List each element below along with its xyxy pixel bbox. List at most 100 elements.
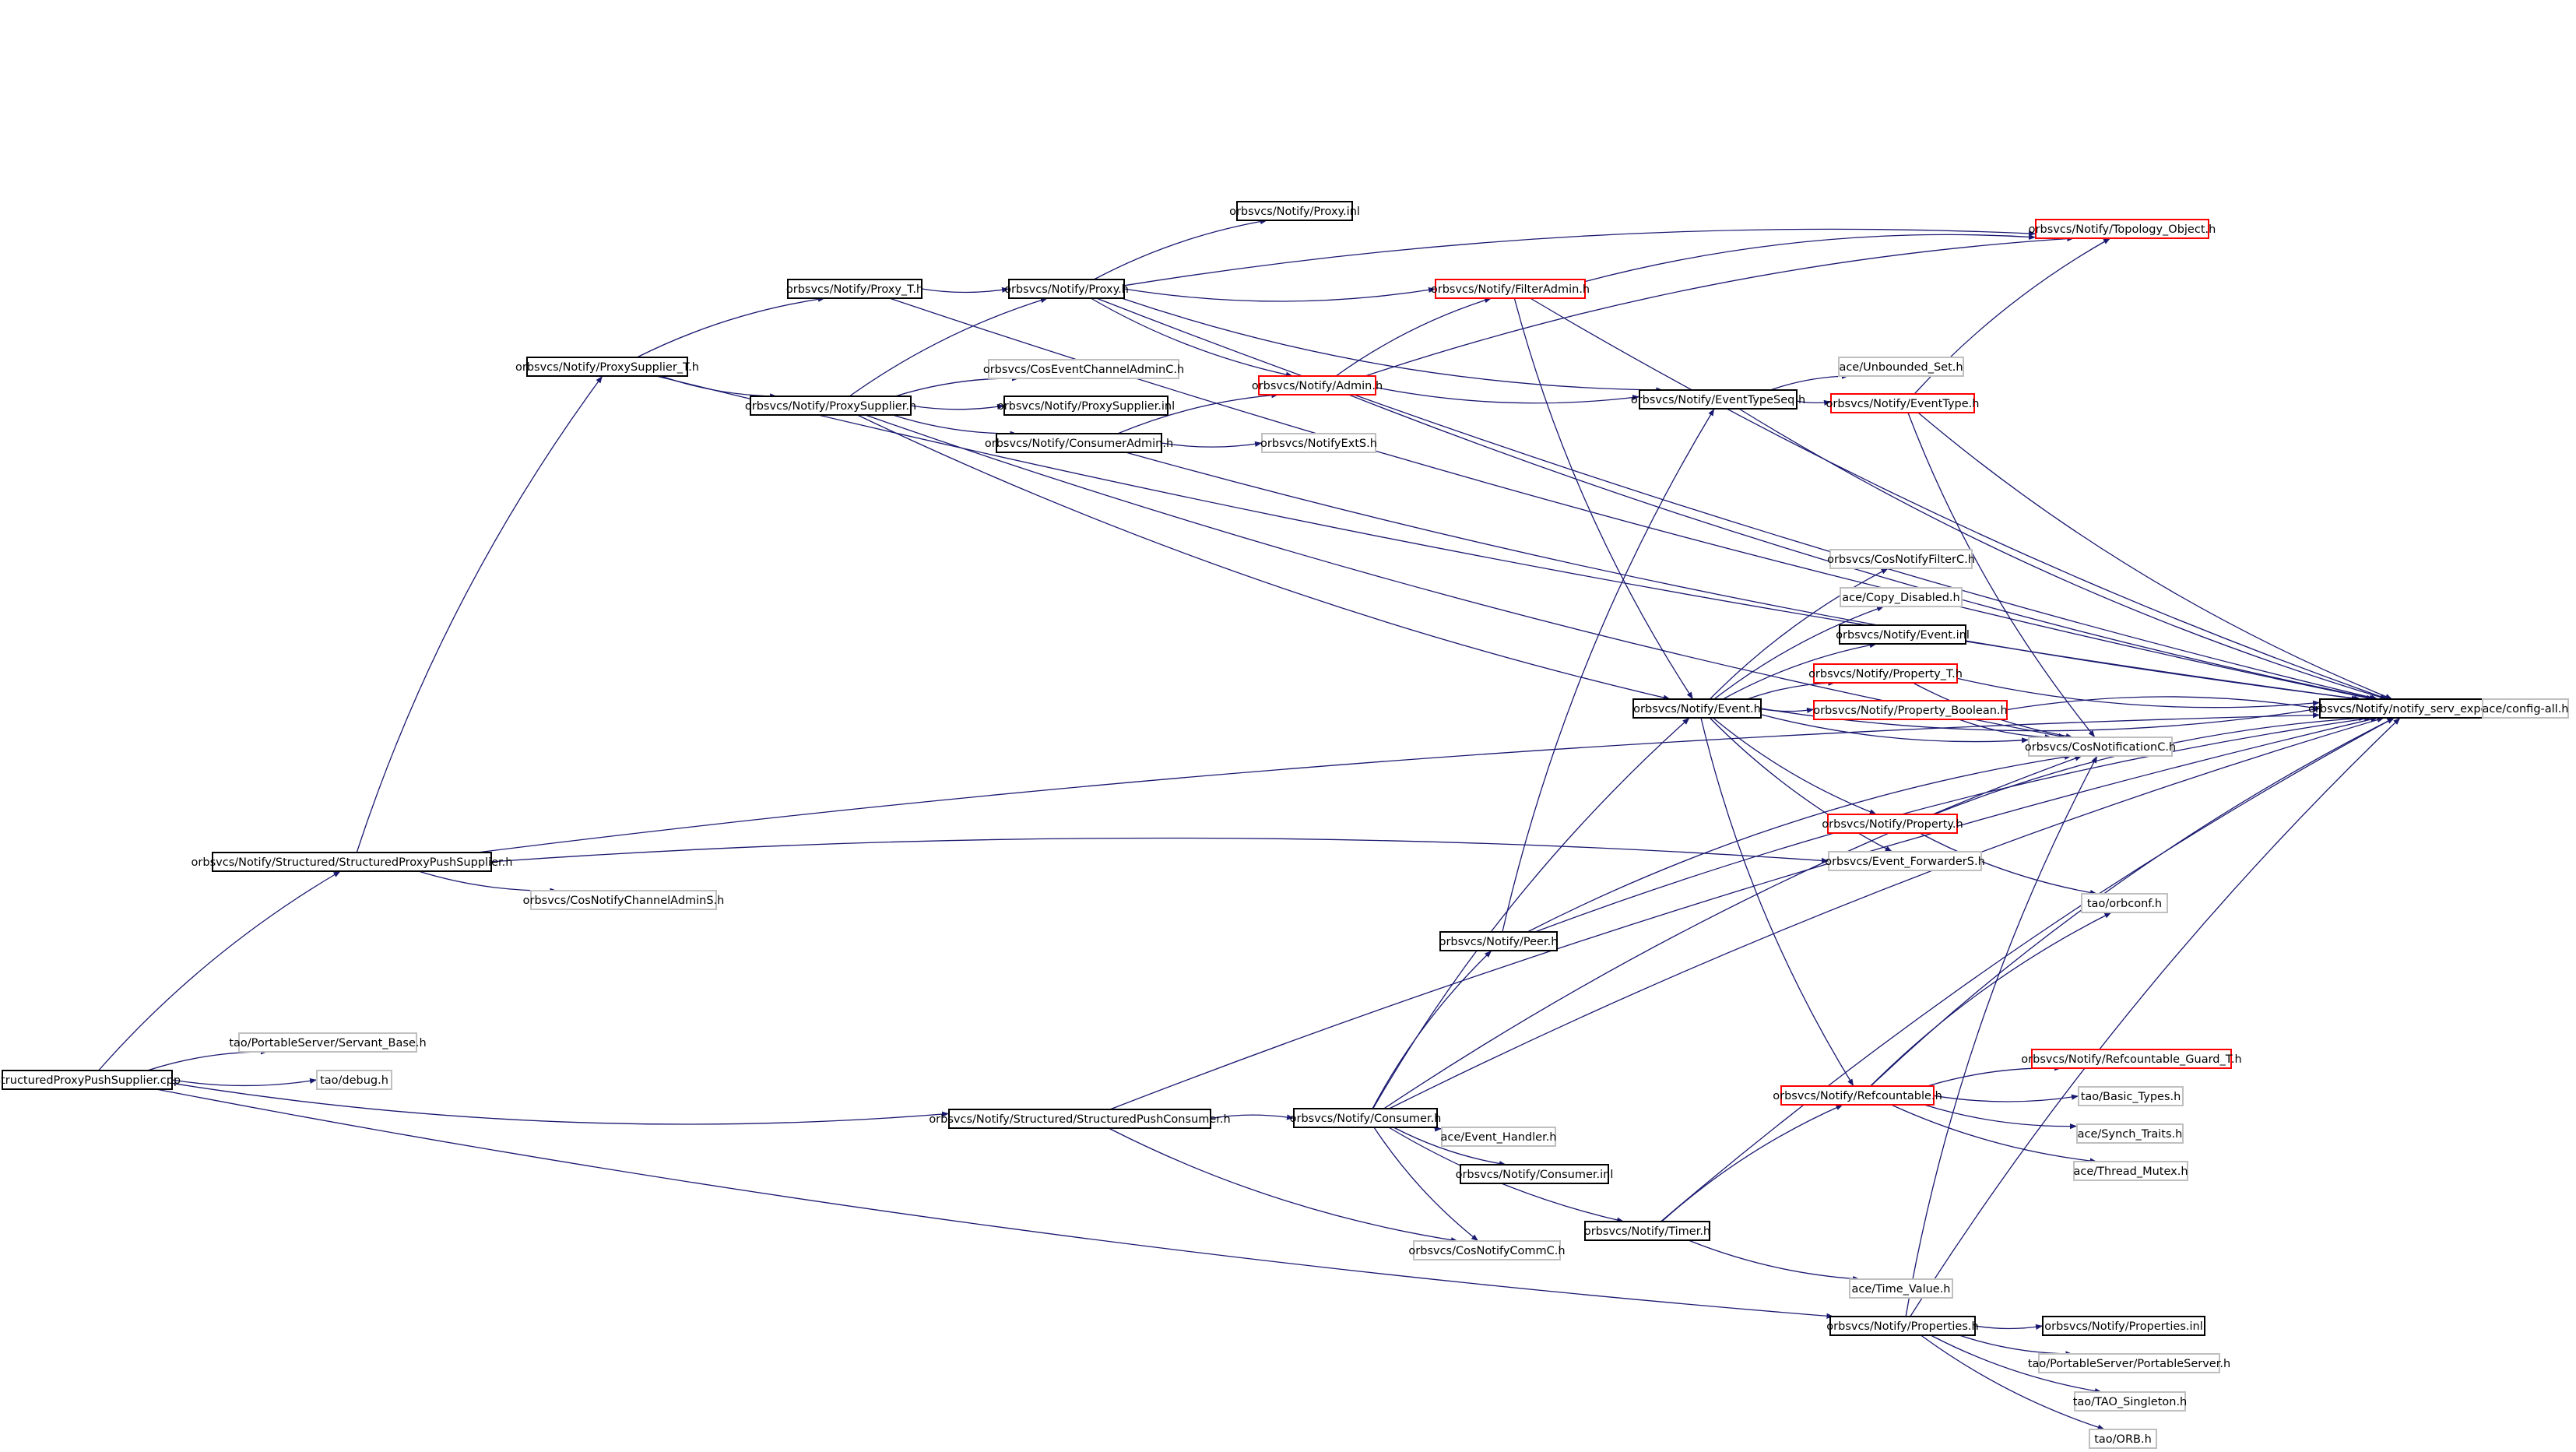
node-cosnotifyfilterc[interactable]: orbsvcs/CosNotifyFilterC.h bbox=[1827, 549, 1975, 569]
node-box[interactable] bbox=[2031, 1049, 2232, 1069]
node-proxysupplier[interactable]: orbsvcs/Notify/ProxySupplier.h bbox=[745, 396, 916, 416]
node-box[interactable] bbox=[1003, 396, 1169, 416]
node-box[interactable] bbox=[2035, 219, 2209, 239]
node-box[interactable] bbox=[1829, 1316, 1976, 1336]
node-refcountable[interactable]: orbsvcs/Notify/Refcountable.h bbox=[1773, 1085, 1942, 1106]
node-proxyT[interactable]: orbsvcs/Notify/Proxy_T.h bbox=[786, 279, 923, 299]
node-property[interactable]: orbsvcs/Notify/Property.h bbox=[1822, 814, 1963, 834]
node-box[interactable] bbox=[1827, 814, 1958, 834]
node-box[interactable] bbox=[1413, 1240, 1561, 1260]
node-servant[interactable]: tao/PortableServer/Servant_Base.h bbox=[229, 1032, 427, 1053]
node-box[interactable] bbox=[2073, 1161, 2188, 1181]
node-orb[interactable]: tao/ORB.h bbox=[2089, 1429, 2157, 1449]
node-propT[interactable]: orbsvcs/Notify/Property_T.h bbox=[1808, 663, 1963, 684]
node-box[interactable] bbox=[1829, 549, 1973, 569]
node-eventinl[interactable]: orbsvcs/Notify/Event.inl bbox=[1836, 624, 1970, 645]
node-box[interactable] bbox=[2076, 1123, 2184, 1144]
node-box[interactable] bbox=[316, 1070, 392, 1090]
node-box[interactable] bbox=[1293, 1108, 1438, 1128]
node-proxyinl[interactable]: orbsvcs/Notify/Proxy.inl bbox=[1229, 201, 1360, 221]
node-box[interactable] bbox=[1830, 393, 1975, 413]
node-spc[interactable]: orbsvcs/Notify/Structured/StructuredPush… bbox=[929, 1109, 1231, 1129]
node-box[interactable] bbox=[2028, 737, 2173, 757]
node-consumer[interactable]: orbsvcs/Notify/Consumer.h bbox=[1290, 1108, 1442, 1128]
node-eventhandler[interactable]: ace/Event_Handler.h bbox=[1440, 1127, 1557, 1147]
node-copydisabled[interactable]: ace/Copy_Disabled.h bbox=[1840, 587, 1963, 607]
node-psinl[interactable]: orbsvcs/Notify/ProxySupplier.inl bbox=[997, 396, 1175, 416]
node-box[interactable] bbox=[2038, 1353, 2220, 1373]
node-servexport[interactable]: orbsvcs/Notify/notify_serv_export.h bbox=[2308, 698, 2507, 719]
node-box[interactable] bbox=[1780, 1085, 1935, 1106]
node-box[interactable] bbox=[1632, 698, 1762, 719]
node-unbounded[interactable]: ace/Unbounded_Set.h bbox=[1838, 357, 1964, 377]
node-box[interactable] bbox=[750, 396, 912, 416]
node-eventtypeseq[interactable]: orbsvcs/Notify/EventTypeSeq.h bbox=[1631, 389, 1805, 410]
node-box[interactable] bbox=[1639, 389, 1798, 410]
node-box[interactable] bbox=[787, 279, 923, 299]
node-cnca[interactable]: orbsvcs/CosNotifyChannelAdminS.h bbox=[523, 890, 725, 910]
node-box[interactable] bbox=[212, 852, 492, 872]
node-portableserver[interactable]: tao/PortableServer/PortableServer.h bbox=[2028, 1353, 2230, 1373]
node-sps[interactable]: orbsvcs/Notify/Structured/StructuredProx… bbox=[192, 852, 513, 872]
node-timevalue[interactable]: ace/Time_Value.h bbox=[1849, 1278, 1953, 1299]
node-propertiesinl[interactable]: orbsvcs/Notify/Properties.inl bbox=[2042, 1316, 2205, 1336]
node-box[interactable] bbox=[996, 433, 1162, 453]
node-box[interactable] bbox=[1840, 587, 1963, 607]
node-box[interactable] bbox=[1813, 700, 2008, 720]
node-box[interactable] bbox=[948, 1109, 1211, 1129]
node-box[interactable] bbox=[1008, 279, 1125, 299]
node-box[interactable] bbox=[1441, 1127, 1556, 1147]
node-box[interactable] bbox=[2089, 1429, 2157, 1449]
node-box[interactable] bbox=[530, 890, 717, 910]
node-box[interactable] bbox=[2482, 698, 2569, 719]
node-box[interactable] bbox=[2081, 893, 2168, 913]
node-debug[interactable]: tao/debug.h bbox=[316, 1070, 392, 1090]
node-threadmutex[interactable]: ace/Thread_Mutex.h bbox=[2073, 1161, 2188, 1181]
node-topology[interactable]: orbsvcs/Notify/Topology_Object.h bbox=[2029, 219, 2216, 239]
node-synchtraits[interactable]: ace/Synch_Traits.h bbox=[2076, 1123, 2184, 1144]
node-event[interactable]: orbsvcs/Notify/Event.h bbox=[1632, 698, 1762, 719]
node-pst[interactable]: orbsvcs/Notify/ProxySupplier_T.h bbox=[515, 357, 699, 377]
node-root[interactable]: StructuredProxyPushSupplier.cpp bbox=[0, 1070, 181, 1090]
edge-root-to-spc bbox=[171, 1082, 950, 1125]
node-configall[interactable]: ace/config-all.h bbox=[2482, 698, 2569, 719]
node-cosnotification[interactable]: orbsvcs/CosNotificationC.h bbox=[2025, 737, 2176, 757]
node-box[interactable] bbox=[2042, 1316, 2205, 1336]
node-orbconf[interactable]: tao/orbconf.h bbox=[2081, 893, 2168, 913]
node-box[interactable] bbox=[2074, 1391, 2186, 1412]
node-box[interactable] bbox=[1838, 357, 1964, 377]
node-eventtype[interactable]: orbsvcs/Notify/EventType.h bbox=[1826, 393, 1980, 413]
node-admin[interactable]: orbsvcs/Notify/Admin.h bbox=[1252, 375, 1383, 396]
node-propbool[interactable]: orbsvcs/Notify/Property_Boolean.h bbox=[1813, 700, 2008, 720]
node-box[interactable] bbox=[1439, 931, 1558, 951]
node-taosingleton[interactable]: tao/TAO_Singleton.h bbox=[2073, 1391, 2188, 1412]
node-basictypes[interactable]: tao/Basic_Types.h bbox=[2078, 1086, 2184, 1106]
node-box[interactable] bbox=[1813, 663, 1958, 684]
node-box[interactable] bbox=[1839, 624, 1966, 645]
node-box[interactable] bbox=[238, 1032, 417, 1053]
node-consumerinl[interactable]: orbsvcs/Notify/Consumer.inl bbox=[1456, 1164, 1614, 1184]
node-box[interactable] bbox=[526, 357, 688, 377]
node-box[interactable] bbox=[2, 1070, 173, 1090]
node-notifyexts[interactable]: orbsvcs/NotifyExtS.h bbox=[1260, 433, 1377, 453]
node-box[interactable] bbox=[1236, 201, 1353, 221]
node-peer[interactable]: orbsvcs/Notify/Peer.h bbox=[1439, 931, 1559, 951]
node-consadmin[interactable]: orbsvcs/Notify/ConsumerAdmin.h bbox=[985, 433, 1173, 453]
node-box[interactable] bbox=[1828, 851, 1982, 871]
node-proxy[interactable]: orbsvcs/Notify/Proxy.h bbox=[1004, 279, 1129, 299]
node-eventfwd[interactable]: orbsvcs/Event_ForwarderS.h bbox=[1825, 851, 1985, 871]
node-box[interactable] bbox=[2078, 1086, 2184, 1106]
node-cosnotifycomm[interactable]: orbsvcs/CosNotifyCommC.h bbox=[1408, 1240, 1566, 1260]
node-box[interactable] bbox=[1460, 1164, 1609, 1184]
node-box[interactable] bbox=[1258, 375, 1376, 396]
node-timer[interactable]: orbsvcs/Notify/Timer.h bbox=[1584, 1221, 1710, 1241]
node-box[interactable] bbox=[1584, 1221, 1710, 1241]
node-cosecac[interactable]: orbsvcs/CosEventChannelAdminC.h bbox=[983, 359, 1184, 379]
node-box[interactable] bbox=[988, 359, 1179, 379]
node-properties[interactable]: orbsvcs/Notify/Properties.h bbox=[1826, 1316, 1979, 1336]
node-box[interactable] bbox=[1849, 1278, 1953, 1299]
node-filteradmin[interactable]: orbsvcs/Notify/FilterAdmin.h bbox=[1431, 279, 1590, 299]
node-box[interactable] bbox=[1435, 279, 1586, 299]
node-refguard[interactable]: orbsvcs/Notify/Refcountable_Guard_T.h bbox=[2021, 1049, 2242, 1069]
node-box[interactable] bbox=[1261, 433, 1376, 453]
